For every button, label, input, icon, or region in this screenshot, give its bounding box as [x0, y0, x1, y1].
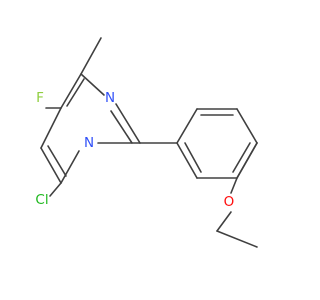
bond-ph3-ph4	[236, 108, 258, 144]
bond-ph4-ph5-inner	[232, 142, 251, 173]
bond-c4-c5-inner	[47, 145, 67, 177]
bond-c5-c6	[60, 73, 82, 109]
bond-oxygen-ch2	[216, 211, 232, 232]
bond-c5-c6-inner	[66, 78, 85, 107]
bond-n3-c4	[60, 150, 80, 184]
molecule-structure: N N F Cl O	[35, 37, 258, 248]
chlorine-label: Cl	[35, 192, 48, 208]
bond-c4-chlorine	[49, 182, 62, 197]
bond-n1-c2-inner	[110, 110, 133, 144]
bond-c6-n1	[80, 73, 105, 96]
bond-ch2-ch3	[216, 230, 258, 248]
bond-ph-oxygen	[230, 177, 238, 194]
bond-c5-c4a	[40, 107, 62, 149]
nitrogen-bottom-label: N	[84, 135, 94, 151]
bond-n1-c2	[115, 103, 141, 144]
bond-ph6-ph1	[176, 142, 198, 179]
bond-ph1-ph2	[176, 108, 198, 144]
nitrogen-top-label: N	[105, 90, 115, 106]
bond-ph6-ph1-inner	[184, 142, 202, 173]
molecule-diagram: N N F Cl O	[35, 37, 258, 248]
oxygen-label: O	[224, 194, 235, 210]
bond-c6-methyl	[80, 37, 102, 75]
bond-c4-c5	[40, 147, 62, 184]
bond-ph4-oxygen	[236, 142, 258, 179]
fluorine-label: F	[36, 90, 44, 106]
